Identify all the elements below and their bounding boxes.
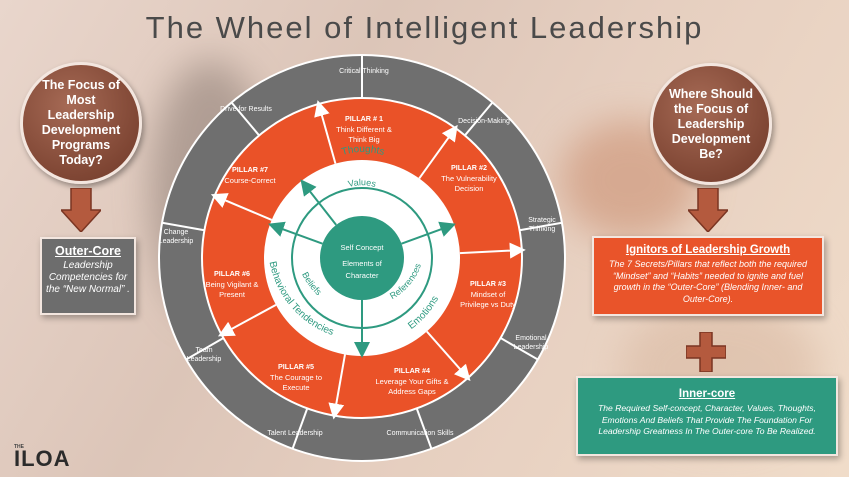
competency-label-line: Strategic <box>528 217 556 224</box>
pillar-arrow <box>459 242 526 259</box>
page-title: The Wheel of Intelligent Leadership <box>145 10 704 45</box>
competency-label: Communication Skills <box>387 430 454 437</box>
pillar-title: PILLAR #6 <box>214 269 250 278</box>
pillar-text: Being Vigilant & <box>206 280 259 289</box>
iloa-logo: THE ILOA <box>14 444 71 472</box>
outer-ring-divider <box>464 101 494 137</box>
competency-label-line: Talent Leadership <box>267 430 322 437</box>
competency-label: Talent Leadership <box>267 430 322 437</box>
pillar-title: PILLAR #5 <box>278 362 314 371</box>
competency-label: Decision-Making <box>458 118 510 125</box>
outer-ring-divider <box>230 101 260 137</box>
competency-label-line: Team <box>195 347 212 354</box>
inner-core-heading: Inner-core <box>678 388 736 400</box>
pillar-title: PILLAR #4 <box>394 366 430 375</box>
outer-ring-divider <box>185 337 224 361</box>
competency-label-line: Leadership <box>159 238 194 245</box>
pillar-arrow <box>328 354 346 420</box>
competency-label-line: Communication Skills <box>387 430 454 437</box>
outer-ring-divider <box>519 221 563 232</box>
competency-label: Drive for Results <box>220 106 272 113</box>
pillar-text: Decision <box>455 184 484 193</box>
pillar-title: PILLAR #3 <box>470 279 506 288</box>
pillar-text: Course-Correct <box>224 176 276 185</box>
right-question-text: Where Should the Focus of Leadership Dev… <box>668 86 754 161</box>
pillar-text: Execute <box>282 383 309 392</box>
pillar-title: PILLAR # 1 <box>345 114 383 123</box>
center-label: Elements of <box>342 259 383 268</box>
pillar-text: The Courage to <box>270 373 322 382</box>
pillar-text: Think Different & <box>336 125 392 134</box>
outer-core-text: Leadership Competencies for the “New Nor… <box>46 260 130 295</box>
thoughts-label-path: Thoughts <box>340 144 385 158</box>
center-circle <box>320 216 404 300</box>
competency-label-line: Leadership <box>187 356 222 363</box>
pillar-arrow <box>217 303 277 337</box>
pillar-text: Think Big <box>348 135 379 144</box>
competency-label-line: Thinking <box>529 226 556 233</box>
right-question-circle: Where Should the Focus of Leadership Dev… <box>650 63 772 185</box>
pillar-arrow <box>426 330 471 381</box>
competency-label-line: Leadership <box>514 344 549 351</box>
inner-arrow <box>268 221 323 245</box>
pillar-title: PILLAR #7 <box>232 165 268 174</box>
values-label: Values <box>347 177 378 189</box>
pillar-text: Address Gaps <box>388 387 436 396</box>
competency-label: Critical Thinking <box>339 68 389 75</box>
values-label-path: Values <box>347 177 378 189</box>
right-down-arrow-icon <box>688 188 728 232</box>
logo-text: ILOA <box>14 446 71 471</box>
pillar-text: Mindset of <box>471 290 507 299</box>
inner-core-box: Inner-core The Required Self-concept, Ch… <box>576 376 838 456</box>
outer-ring-divider <box>291 408 309 450</box>
ignitors-text: The 7 Secrets/Pillars that reflect both … <box>608 259 808 304</box>
pillar-arrow <box>418 124 458 180</box>
pillar-arrow <box>314 100 337 164</box>
competency-label-line: Emotional <box>515 335 547 342</box>
inner-arrow <box>300 179 337 226</box>
competency-label-line: Decision-Making <box>458 118 510 125</box>
pillar-text: Leverage Your Gifts & <box>376 377 449 386</box>
inner-arrow <box>401 221 456 245</box>
outer-ring-divider <box>161 221 205 232</box>
ignitors-heading: Ignitors of Leadership Growth <box>625 244 791 256</box>
pillar-title: PILLAR #2 <box>451 163 487 172</box>
pillar-text: Privilege vs Duty <box>460 300 516 309</box>
inner-core-text: The Required Self-concept, Character, Va… <box>598 403 816 436</box>
competency-label-line: Change <box>164 229 189 236</box>
plus-icon <box>686 332 726 372</box>
logo-prefix: THE <box>14 444 24 450</box>
outer-core-heading: Outer-Core <box>55 244 121 258</box>
outer-ring-divider <box>415 408 433 450</box>
left-question-text: The Focus of Most Leadership Development… <box>41 78 121 167</box>
center-label: Self Concept <box>341 243 385 252</box>
competency-label-line: Drive for Results <box>220 106 272 113</box>
left-down-arrow-icon <box>61 188 101 232</box>
pillar-text: The Vulnerability <box>441 174 497 183</box>
left-question-circle: The Focus of Most Leadership Development… <box>20 62 142 184</box>
center-label: Character <box>346 271 379 280</box>
outer-core-box: Outer-Core Leadership Competencies for t… <box>40 237 136 315</box>
pillar-arrow <box>210 193 273 221</box>
thoughts-label: Thoughts <box>340 144 385 158</box>
outer-ring-divider <box>500 337 539 361</box>
pillar-text: Present <box>219 290 246 299</box>
competency-label-line: Critical Thinking <box>339 68 389 75</box>
ignitors-box: Ignitors of Leadership Growth The 7 Secr… <box>592 236 824 316</box>
